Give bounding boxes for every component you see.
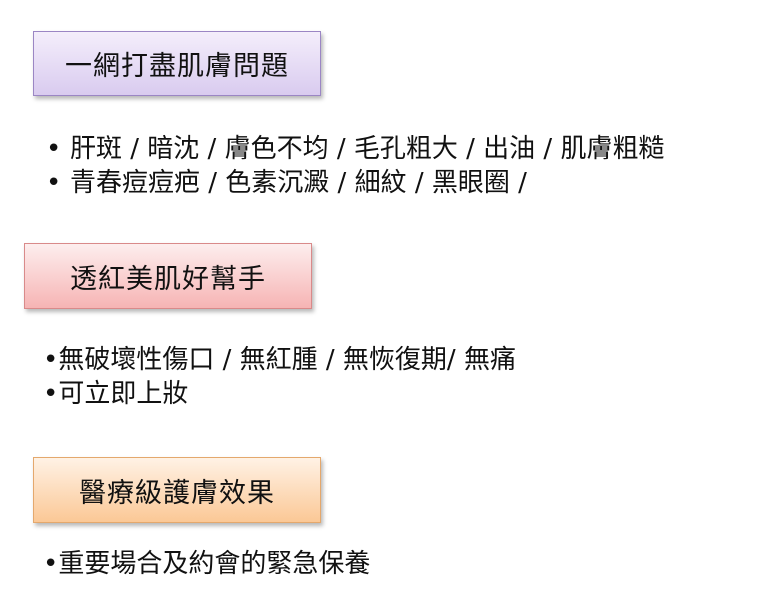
list-item-text: 重要場合及約會的緊急保養 <box>58 549 371 579</box>
list-item: • 青春痘痘疤 / 色素沉澱 / 細紋 / 黑眼圈 / <box>46 167 527 199</box>
bullet: • <box>46 134 62 164</box>
heading-medical-grade: 醫療級護膚效果 <box>33 457 321 523</box>
list-item-text: 可立即上妝 <box>58 379 189 409</box>
heading-radiant-skin: 透紅美肌好幫手 <box>24 243 312 309</box>
list-item: • 肝斑 / 暗沈 / 膚色不均 / 毛孔粗大 / 出油 / 肌膚粗糙 <box>46 133 664 165</box>
heading-medical-grade-label: 醫療級護膚效果 <box>79 477 275 509</box>
list-item-text: 青春痘痘疤 / 色素沉澱 / 細紋 / 黑眼圈 / <box>70 168 527 198</box>
bullet: • <box>43 379 59 409</box>
list-item-text: 肝斑 / 暗沈 / 膚色不均 / 毛孔粗大 / 出油 / 肌膚粗糙 <box>70 134 665 164</box>
heading-skin-problems: 一網打盡肌膚問題 <box>33 31 321 96</box>
list-item-text: 無破壞性傷口 / 無紅腫 / 無恢復期/ 無痛 <box>58 345 516 375</box>
bullet: • <box>43 345 59 375</box>
bullet: • <box>46 168 62 198</box>
list-item: •可立即上妝 <box>43 378 188 410</box>
list-item: •重要場合及約會的緊急保養 <box>43 548 370 580</box>
heading-radiant-skin-label: 透紅美肌好幫手 <box>70 263 266 295</box>
bullet: • <box>43 549 59 579</box>
list-item: •無破壞性傷口 / 無紅腫 / 無恢復期/ 無痛 <box>43 344 516 376</box>
heading-skin-problems-label: 一網打盡肌膚問題 <box>65 51 289 82</box>
